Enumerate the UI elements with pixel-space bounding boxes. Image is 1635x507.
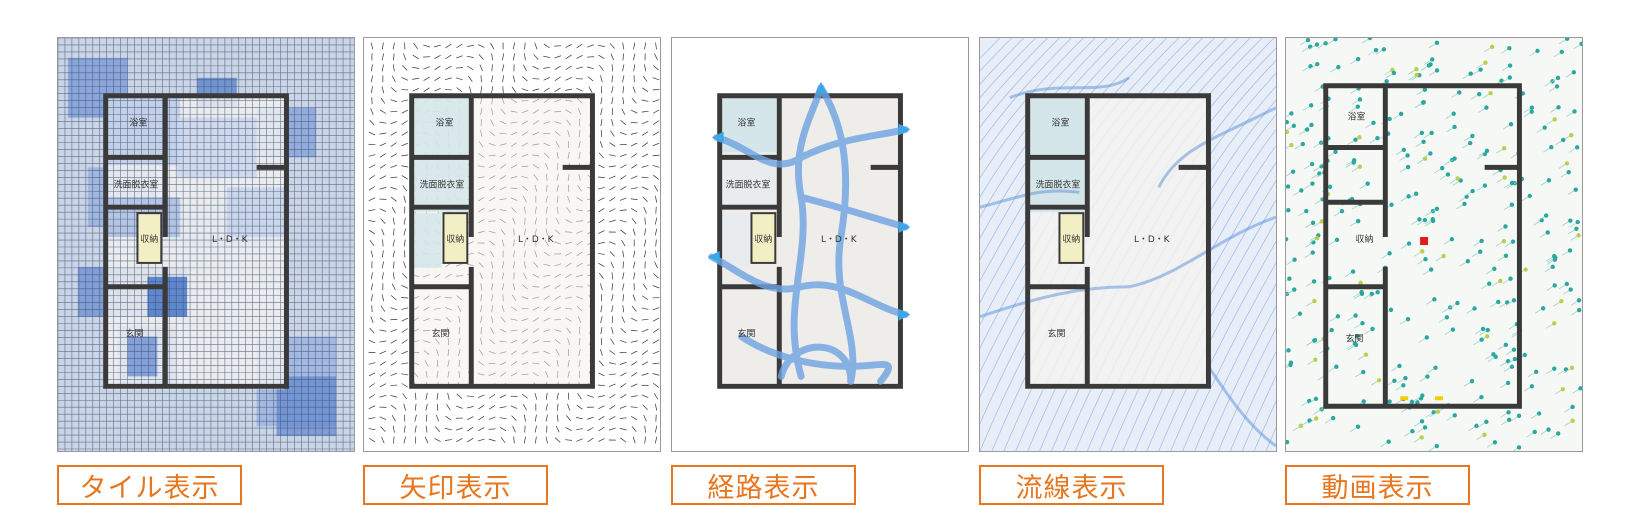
svg-text:収納: 収納 [1062, 233, 1080, 245]
svg-text:浴室: 浴室 [738, 117, 756, 129]
animation-view-label[interactable]: 動画表示 [1285, 465, 1470, 505]
path-view-label[interactable]: 経路表示 [671, 465, 856, 505]
arrow-view-label[interactable]: 矢印表示 [363, 465, 548, 505]
svg-text:浴室: 浴室 [130, 117, 148, 129]
svg-text:収納: 収納 [1356, 233, 1374, 245]
streamline-view-diagram: 浴室 洗面脱衣室 収納 L・D・K 玄関 [980, 38, 1276, 451]
svg-text:玄関: 玄関 [738, 328, 756, 340]
svg-text:浴室: 浴室 [1052, 117, 1070, 129]
streamline-view-panel[interactable]: 浴室 洗面脱衣室 収納 L・D・K 玄関 [979, 37, 1277, 452]
animation-view-panel[interactable]: 浴室 収納 玄関 [1285, 37, 1583, 452]
svg-text:収納: 収納 [446, 233, 464, 245]
svg-text:玄関: 玄関 [432, 328, 450, 340]
animation-view-diagram: 浴室 収納 玄関 [1286, 38, 1582, 451]
svg-text:玄関: 玄関 [1346, 333, 1364, 345]
svg-text:収納: 収納 [140, 233, 158, 245]
svg-text:玄関: 玄関 [1048, 328, 1066, 340]
svg-text:浴室: 浴室 [1348, 111, 1366, 123]
tile-view-panel[interactable]: 浴室 洗面脱衣室 収納 L・D・K 玄関 [57, 37, 355, 452]
arrow-view-diagram: 浴室 洗面脱衣室 収納 L・D・K 玄関 [364, 38, 660, 451]
svg-text:洗面脱衣室: 洗面脱衣室 [114, 178, 159, 190]
path-view-diagram: 浴室 洗面脱衣室 収納 L・D・K 玄関 [672, 38, 968, 451]
svg-text:洗面脱衣室: 洗面脱衣室 [420, 178, 465, 190]
svg-text:収納: 収納 [754, 233, 772, 245]
svg-text:L・D・K: L・D・K [1134, 235, 1171, 245]
path-view-panel[interactable]: 浴室 洗面脱衣室 収納 L・D・K 玄関 [671, 37, 969, 452]
tile-view-diagram: 浴室 洗面脱衣室 収納 L・D・K 玄関 [58, 38, 354, 451]
svg-text:洗面脱衣室: 洗面脱衣室 [1036, 178, 1081, 190]
svg-text:L・D・K: L・D・K [821, 235, 858, 245]
svg-text:玄関: 玄関 [126, 328, 144, 340]
svg-text:L・D・K: L・D・K [518, 235, 555, 245]
tile-view-label[interactable]: タイル表示 [57, 465, 242, 505]
streamline-view-label[interactable]: 流線表示 [979, 465, 1164, 505]
svg-text:洗面脱衣室: 洗面脱衣室 [726, 178, 771, 190]
svg-text:L・D・K: L・D・K [212, 235, 249, 245]
svg-text:浴室: 浴室 [436, 117, 454, 129]
arrow-view-panel[interactable]: 浴室 洗面脱衣室 収納 L・D・K 玄関 [363, 37, 661, 452]
